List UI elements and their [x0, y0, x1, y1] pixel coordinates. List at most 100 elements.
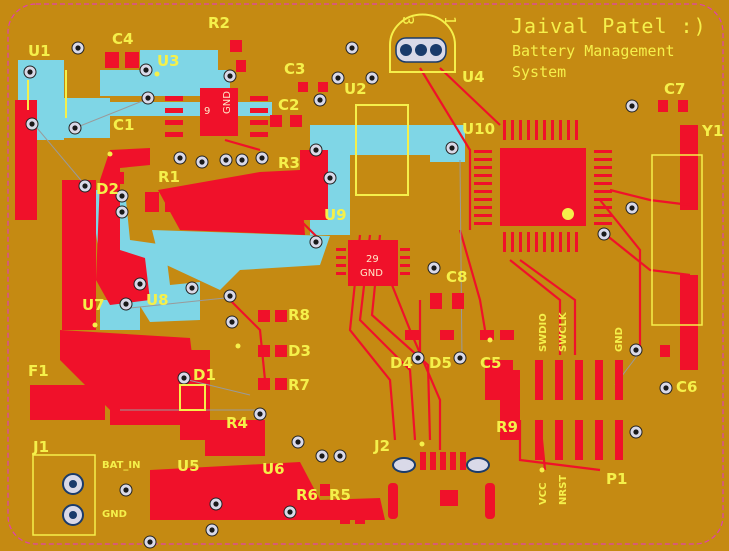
ic-u10 — [474, 120, 612, 252]
via — [133, 277, 147, 291]
via — [141, 91, 155, 105]
via — [365, 71, 379, 85]
designator-j2: J2 — [373, 437, 390, 455]
board-author: Jaival Patel :) — [511, 14, 707, 38]
j1-pins — [62, 473, 84, 526]
via — [427, 261, 441, 275]
designator-r3: R3 — [278, 154, 300, 172]
label-swdio: SWDIO — [538, 313, 549, 352]
via — [68, 121, 82, 135]
via — [629, 343, 643, 357]
designator-u6: U6 — [262, 460, 285, 478]
designator-r8: R8 — [288, 306, 310, 324]
label-vcc: VCC — [538, 483, 549, 505]
via — [625, 201, 639, 215]
designator-r9: R9 — [496, 418, 518, 436]
designator-u5: U5 — [177, 457, 200, 475]
via — [253, 407, 267, 421]
designator-r1: R1 — [158, 168, 180, 186]
designator-r4: R4 — [226, 414, 248, 432]
u9-pad-number: 29 — [366, 254, 379, 265]
via — [597, 227, 611, 241]
via — [345, 41, 359, 55]
designator-r2: R2 — [208, 14, 230, 32]
designator-u7: U7 — [82, 296, 105, 314]
silk-dots — [92, 71, 545, 473]
label-gnd-j1: GND — [102, 509, 127, 520]
designator-c8: C8 — [446, 268, 467, 286]
via — [659, 381, 673, 395]
via — [115, 189, 129, 203]
designator-d5: D5 — [429, 354, 452, 372]
designator-d2: D2 — [96, 180, 119, 198]
via — [143, 535, 157, 549]
via — [219, 153, 233, 167]
designator-c6: C6 — [676, 378, 697, 396]
via — [139, 63, 153, 77]
designator-u9: U9 — [324, 206, 347, 224]
via — [71, 41, 85, 55]
designator-d3: D3 — [288, 342, 311, 360]
designator-c3: C3 — [284, 60, 305, 78]
via — [453, 351, 467, 365]
via — [25, 117, 39, 131]
via — [223, 289, 237, 303]
designator-u3: U3 — [157, 52, 180, 70]
via — [255, 151, 269, 165]
vias — [23, 41, 673, 549]
board-title-line1: Battery Management — [512, 42, 675, 60]
designator-f1: F1 — [28, 362, 49, 380]
silkscreen-marks — [27, 70, 206, 411]
via — [195, 155, 209, 169]
ic-u9 — [336, 240, 410, 286]
j1-outline — [32, 454, 96, 536]
designator-d1: D1 — [193, 366, 216, 384]
designator-r6: R6 — [296, 486, 318, 504]
via — [629, 425, 643, 439]
ic-u3 — [165, 88, 268, 137]
designator-u1: U1 — [28, 42, 51, 60]
via — [205, 523, 219, 537]
via — [333, 449, 347, 463]
label-swclk: SWCLK — [558, 311, 569, 352]
designator-c7: C7 — [664, 80, 685, 98]
via — [185, 281, 199, 295]
board-outline — [7, 3, 724, 545]
designator-r7: R7 — [288, 376, 310, 394]
via — [223, 69, 237, 83]
via — [119, 483, 133, 497]
u4-pin3-label: 3 — [399, 16, 417, 25]
u2-outline — [355, 104, 409, 196]
via — [173, 151, 187, 165]
designator-j1: J1 — [32, 438, 49, 456]
via — [235, 153, 249, 167]
u3-pad-gnd: GND — [222, 91, 233, 114]
designator-y1: Y1 — [701, 122, 723, 140]
designator-u4: U4 — [462, 68, 485, 86]
designator-u8: U8 — [146, 291, 169, 309]
via — [115, 205, 129, 219]
designator-u10: U10 — [462, 120, 495, 138]
designator-r5: R5 — [329, 486, 351, 504]
via — [625, 99, 639, 113]
u4-package — [389, 13, 456, 73]
via — [283, 505, 297, 519]
passive-pads — [105, 40, 692, 524]
via — [331, 71, 345, 85]
via — [209, 497, 223, 511]
via — [225, 315, 239, 329]
via — [177, 371, 191, 385]
designator-u2: U2 — [344, 80, 367, 98]
designator-c4: C4 — [112, 30, 133, 48]
via — [23, 65, 37, 79]
via — [78, 179, 92, 193]
via — [323, 171, 337, 185]
via — [313, 93, 327, 107]
via — [315, 449, 329, 463]
j2-slots — [392, 457, 490, 473]
u4-pin1-label: 1 — [441, 16, 459, 25]
u9-pad-gnd: GND — [360, 268, 383, 279]
via — [291, 435, 305, 449]
